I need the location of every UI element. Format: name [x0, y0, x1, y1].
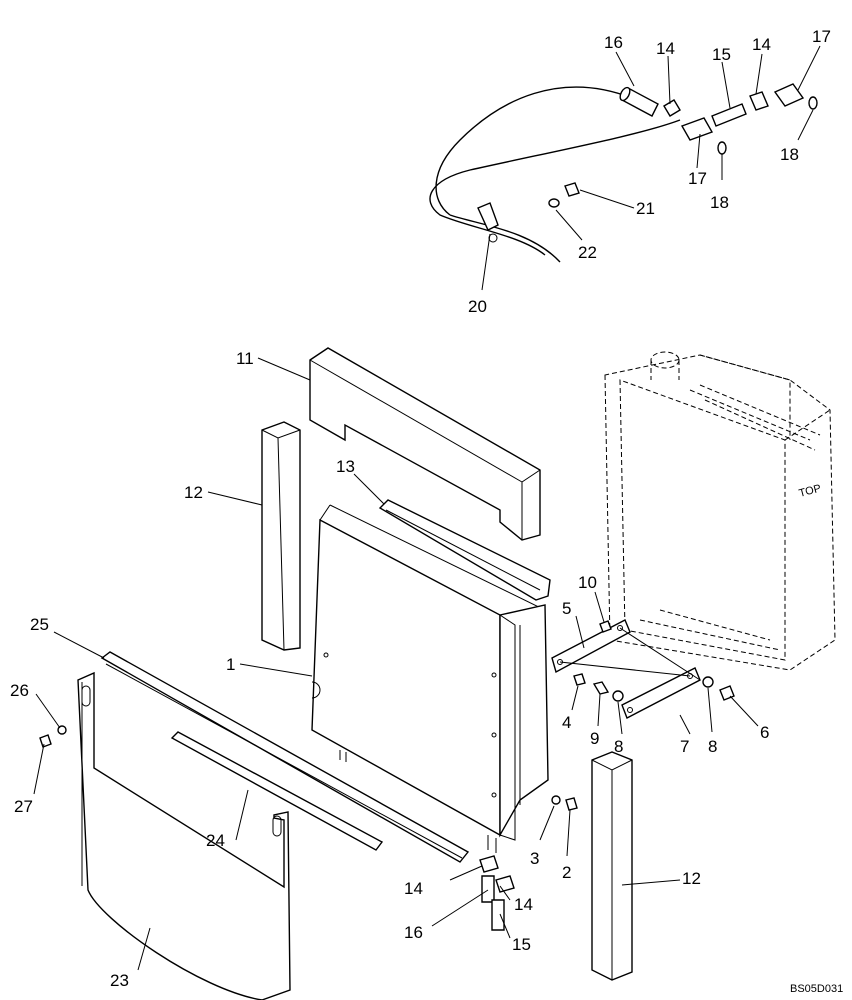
hose-part-16b: [481, 875, 495, 903]
seal-part-13: [378, 499, 551, 601]
fitting-part-14b: [749, 91, 769, 111]
callout-25: 25: [30, 615, 49, 634]
callout-14: 14: [404, 879, 423, 898]
callout-26: 26: [10, 681, 29, 700]
callout-17: 17: [812, 27, 831, 46]
bolt-part-9: [592, 681, 610, 695]
screw-part-27: [39, 734, 52, 748]
callout-3: 3: [530, 849, 539, 868]
hose-part-15b: [491, 899, 505, 931]
callout-18: 18: [710, 193, 729, 212]
oring-part-18a: [808, 96, 818, 110]
callout-15: 15: [712, 45, 731, 64]
callout-12: 12: [682, 869, 701, 888]
callout-16: 16: [404, 923, 423, 942]
callout-13: 13: [336, 457, 355, 476]
callout-24: 24: [206, 831, 225, 850]
callout-15: 15: [512, 935, 531, 954]
callout-21: 21: [636, 199, 655, 218]
callout-22: 22: [578, 243, 597, 262]
callout-14: 14: [514, 895, 533, 914]
fitting-part-17a: [773, 83, 805, 107]
callout-23: 23: [110, 971, 129, 990]
callout-7: 7: [680, 737, 689, 756]
nut-part-10: [599, 620, 612, 633]
callout-4: 4: [562, 713, 571, 732]
hose-assembly: [429, 83, 818, 263]
fitting-part-14d: [495, 875, 515, 893]
callout-8: 8: [708, 737, 717, 756]
seal-part-25: [100, 651, 470, 863]
callout-8: 8: [614, 737, 623, 756]
callout-9: 9: [590, 729, 599, 748]
callout-14: 14: [656, 39, 675, 58]
bolt-part-4: [573, 673, 586, 686]
hose-part-15: [711, 103, 747, 127]
radiator-top-marking: TOP: [798, 483, 823, 500]
leader-lines: [33, 45, 821, 971]
foam-part-11: [309, 347, 541, 541]
callout-2: 2: [562, 863, 571, 882]
callout-16: 16: [604, 33, 623, 52]
fitting-part-17b: [680, 117, 714, 141]
washer-part-3: [551, 795, 561, 805]
callout-20: 20: [468, 297, 487, 316]
callout-6: 6: [760, 723, 769, 742]
fitting-part-14c: [479, 855, 499, 873]
callout-17: 17: [688, 169, 707, 188]
callout-1: 1: [226, 655, 235, 674]
callout-10: 10: [578, 573, 597, 592]
bolt-part-2: [565, 797, 578, 811]
fitting-part-14a: [663, 99, 681, 117]
callout-14: 14: [752, 35, 771, 54]
clamp-part-20: [477, 202, 499, 231]
washer-part-8b: [702, 676, 714, 688]
bracket-part-5: [551, 619, 631, 674]
radiator: TOP: [604, 351, 836, 671]
bolt-part-21: [564, 182, 580, 197]
callout-27: 27: [14, 797, 33, 816]
oring-part-18b: [717, 141, 727, 155]
washer-part-22: [548, 198, 560, 208]
foam-part-12b: [591, 751, 633, 981]
foam-part-12a: [261, 421, 301, 651]
callout-12: 12: [184, 483, 203, 502]
callout-5: 5: [562, 599, 571, 618]
callout-11: 11: [236, 349, 254, 368]
strip-part-24: [170, 731, 384, 851]
callout-18: 18: [780, 145, 799, 164]
drawing-code: BS05D031: [790, 983, 843, 995]
cover-part-23: [77, 671, 291, 1000]
callout-labels: 16 14 15 14 17 17 18 18 21 22 20 11 12 1…: [10, 27, 831, 990]
frame-part-1: [311, 504, 549, 853]
washer-part-8a: [612, 690, 624, 702]
